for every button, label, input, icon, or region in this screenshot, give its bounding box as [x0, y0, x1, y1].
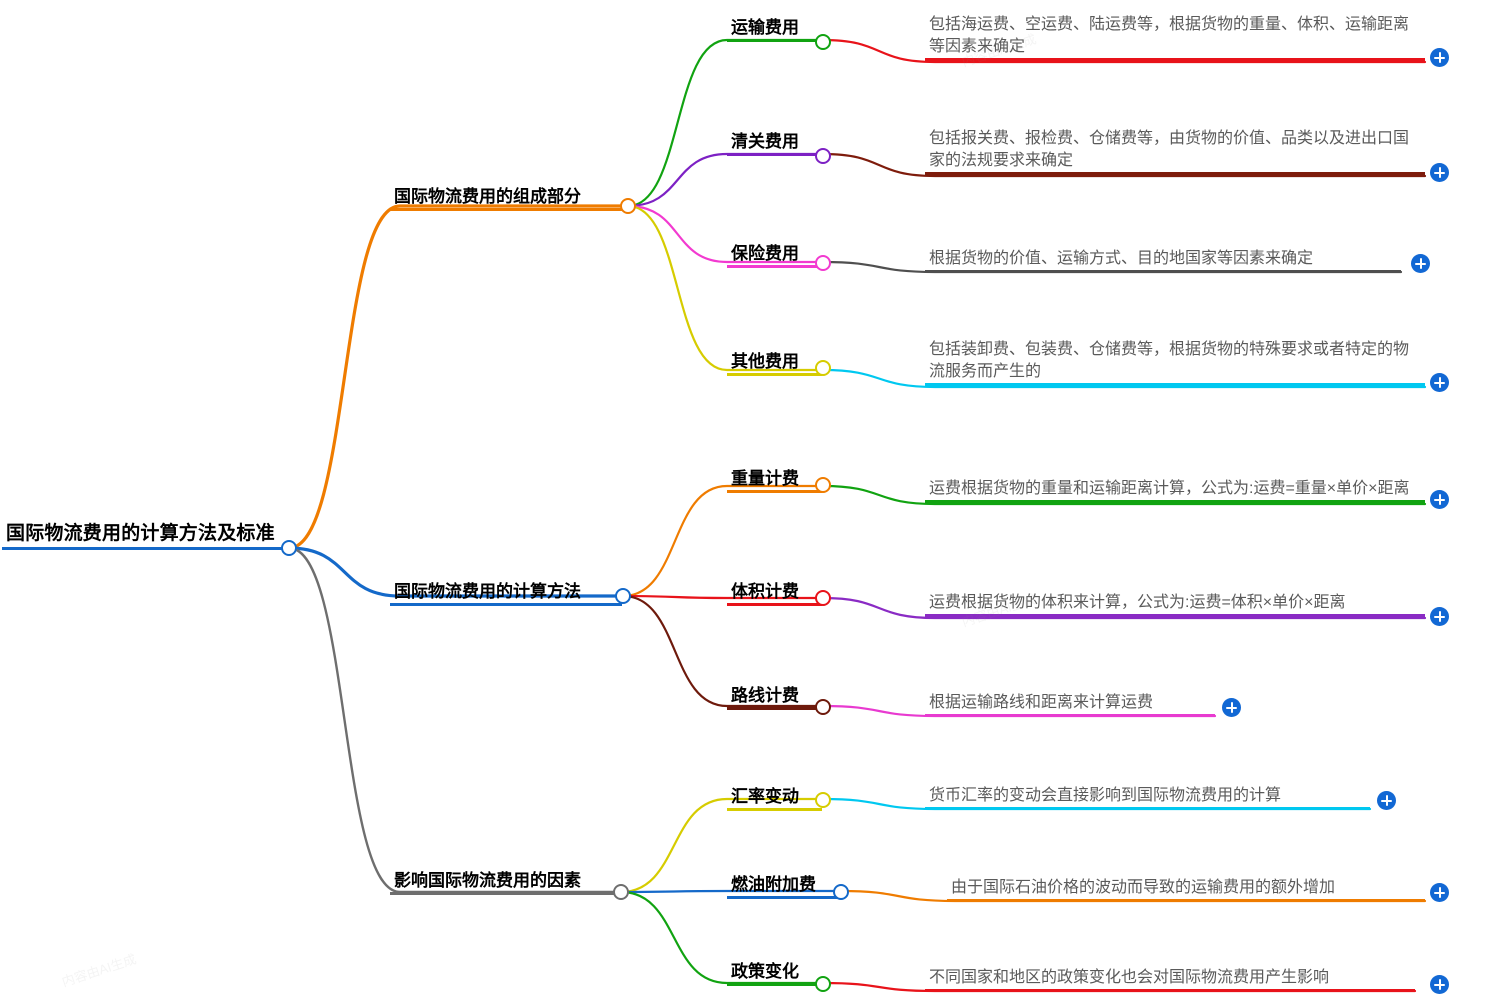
detail-underline-1-4: [925, 383, 1425, 386]
detail-node-2-3[interactable]: 根据运输路线和距离来计算运费: [925, 687, 1215, 717]
root-node[interactable]: 国际物流费用的计算方法及标准: [2, 518, 287, 550]
topic-underline-1-3: [727, 265, 822, 268]
topic-connector-dot-1-1[interactable]: [815, 34, 831, 50]
branch-label-2: 国际物流费用的计算方法: [394, 581, 581, 601]
expand-button-3-2[interactable]: [1430, 883, 1449, 902]
topic-connector-dot-3-1[interactable]: [815, 792, 831, 808]
detail-node-2-1[interactable]: 运费根据货物的重量和运输距离计算，公式为:运费=重量×单价×距离: [925, 447, 1425, 503]
branch-label-3: 影响国际物流费用的因素: [394, 870, 581, 890]
expand-button-1-3[interactable]: [1411, 254, 1430, 273]
detail-node-1-1[interactable]: 包括海运费、空运费、陆运费等，根据货物的重量、体积、运输距离等因素来确定: [925, 5, 1425, 61]
detail-node-1-4[interactable]: 包括装卸费、包装费、仓储费等，根据货物的特殊要求或者特定的物流服务而产生的: [925, 330, 1425, 386]
topic-underline-3-2: [727, 896, 840, 899]
detail-underline-2-1: [925, 500, 1425, 503]
branch-node-1[interactable]: 国际物流费用的组成部分: [390, 180, 627, 211]
branch-connector-dot-2[interactable]: [615, 588, 631, 604]
detail-underline-3-2: [947, 899, 1425, 902]
detail-text-3-1: 货币汇率的变动会直接影响到国际物流费用的计算: [929, 787, 1282, 805]
expand-button-1-4[interactable]: [1430, 373, 1449, 392]
topic-underline-3-3: [727, 983, 822, 986]
topic-connector-dot-1-2[interactable]: [815, 148, 831, 164]
branch-label-1: 国际物流费用的组成部分: [394, 186, 581, 206]
detail-node-1-2[interactable]: 包括报关费、报检费、仓储费等，由货物的价值、品类以及进出口国家的法规要求来确定: [925, 119, 1425, 175]
topic-node-3-3[interactable]: 政策变化: [727, 955, 822, 986]
detail-text-1-2: 包括报关费、报检费、仓储费等，由货物的价值、品类以及进出口国家的法规要求来确定: [929, 129, 1410, 170]
topic-underline-3-1: [727, 808, 822, 811]
topic-node-2-3[interactable]: 路线计费: [727, 679, 822, 710]
expand-button-2-3[interactable]: [1222, 698, 1241, 717]
detail-text-1-1: 包括海运费、空运费、陆运费等，根据货物的重量、体积、运输距离等因素来确定: [929, 15, 1410, 56]
detail-underline-3-1: [925, 807, 1370, 810]
detail-text-3-2: 由于国际石油价格的波动而导致的运输费用的额外增加: [951, 879, 1336, 897]
watermark-1: 内容由AI生成: [59, 951, 139, 990]
branch-node-2[interactable]: 国际物流费用的计算方法: [390, 575, 622, 606]
detail-underline-2-2: [925, 614, 1425, 617]
topic-node-2-1[interactable]: 重量计费: [727, 462, 822, 493]
topic-label-1-2: 清关费用: [731, 131, 799, 151]
topic-node-1-1[interactable]: 运输费用: [727, 11, 822, 42]
topic-label-2-2: 体积计费: [731, 581, 799, 601]
topic-label-1-3: 保险费用: [731, 243, 799, 263]
detail-text-1-3: 根据货物的价值、运输方式、目的地国家等因素来确定: [929, 250, 1314, 268]
topic-underline-2-2: [727, 603, 822, 606]
topic-node-1-2[interactable]: 清关费用: [727, 125, 822, 156]
detail-node-2-2[interactable]: 运费根据货物的体积来计算，公式为:运费=体积×单价×距离: [925, 561, 1425, 617]
detail-text-2-2: 运费根据货物的体积来计算，公式为:运费=体积×单价×距离: [929, 594, 1346, 612]
topic-underline-1-2: [727, 153, 822, 156]
topic-node-3-2[interactable]: 燃油附加费: [727, 868, 840, 899]
topic-label-2-1: 重量计费: [731, 468, 799, 488]
topic-label-3-3: 政策变化: [731, 961, 799, 981]
detail-underline-2-3: [925, 714, 1215, 717]
topic-connector-dot-2-3[interactable]: [815, 699, 831, 715]
topic-node-3-1[interactable]: 汇率变动: [727, 780, 822, 811]
detail-text-2-3: 根据运输路线和距离来计算运费: [929, 694, 1154, 712]
topic-connector-dot-1-4[interactable]: [815, 360, 831, 376]
branch-underline-2: [390, 603, 622, 606]
root-underline: [2, 547, 287, 550]
detail-node-3-2[interactable]: 由于国际石油价格的波动而导致的运输费用的额外增加: [947, 872, 1425, 902]
expand-button-2-1[interactable]: [1430, 490, 1449, 509]
branch-underline-1: [390, 208, 627, 211]
topic-label-3-2: 燃油附加费: [731, 874, 816, 894]
expand-button-3-1[interactable]: [1377, 791, 1396, 810]
detail-text-1-4: 包括装卸费、包装费、仓储费等，根据货物的特殊要求或者特定的物流服务而产生的: [929, 340, 1410, 381]
topic-node-2-2[interactable]: 体积计费: [727, 575, 822, 606]
detail-node-1-3[interactable]: 根据货物的价值、运输方式、目的地国家等因素来确定: [925, 243, 1401, 273]
expand-button-3-3[interactable]: [1430, 975, 1449, 994]
detail-text-3-3: 不同国家和地区的政策变化也会对国际物流费用产生影响: [929, 969, 1330, 987]
topic-connector-dot-1-3[interactable]: [815, 255, 831, 271]
topic-underline-2-3: [727, 707, 822, 710]
branch-connector-dot-3[interactable]: [613, 884, 629, 900]
detail-underline-1-2: [925, 172, 1425, 175]
branch-underline-3: [390, 892, 618, 895]
topic-node-1-3[interactable]: 保险费用: [727, 237, 822, 268]
detail-node-3-3[interactable]: 不同国家和地区的政策变化也会对国际物流费用产生影响: [925, 962, 1415, 992]
topic-connector-dot-3-2[interactable]: [833, 884, 849, 900]
detail-underline-3-3: [925, 989, 1415, 992]
topic-label-3-1: 汇率变动: [731, 786, 799, 806]
detail-node-3-1[interactable]: 货币汇率的变动会直接影响到国际物流费用的计算: [925, 780, 1370, 810]
branch-node-3[interactable]: 影响国际物流费用的因素: [390, 864, 618, 895]
branch-connector-dot-1[interactable]: [620, 198, 636, 214]
expand-button-1-2[interactable]: [1430, 163, 1449, 182]
expand-button-2-2[interactable]: [1430, 607, 1449, 626]
detail-underline-1-1: [925, 58, 1425, 61]
topic-underline-1-1: [727, 39, 822, 42]
topic-connector-dot-2-1[interactable]: [815, 477, 831, 493]
root-node-label: 国际物流费用的计算方法及标准: [6, 523, 275, 545]
topic-node-1-4[interactable]: 其他费用: [727, 345, 822, 376]
expand-button-1-1[interactable]: [1430, 48, 1449, 67]
detail-underline-1-3: [925, 270, 1401, 273]
root-connector-dot[interactable]: [281, 540, 297, 556]
topic-underline-1-4: [727, 373, 822, 376]
detail-text-2-1: 运费根据货物的重量和运输距离计算，公式为:运费=重量×单价×距离: [929, 480, 1410, 498]
topic-connector-dot-3-3[interactable]: [815, 976, 831, 992]
topic-label-2-3: 路线计费: [731, 685, 799, 705]
topic-underline-2-1: [727, 490, 822, 493]
topic-label-1-4: 其他费用: [731, 351, 799, 371]
topic-label-1-1: 运输费用: [731, 17, 799, 37]
topic-connector-dot-2-2[interactable]: [815, 590, 831, 606]
